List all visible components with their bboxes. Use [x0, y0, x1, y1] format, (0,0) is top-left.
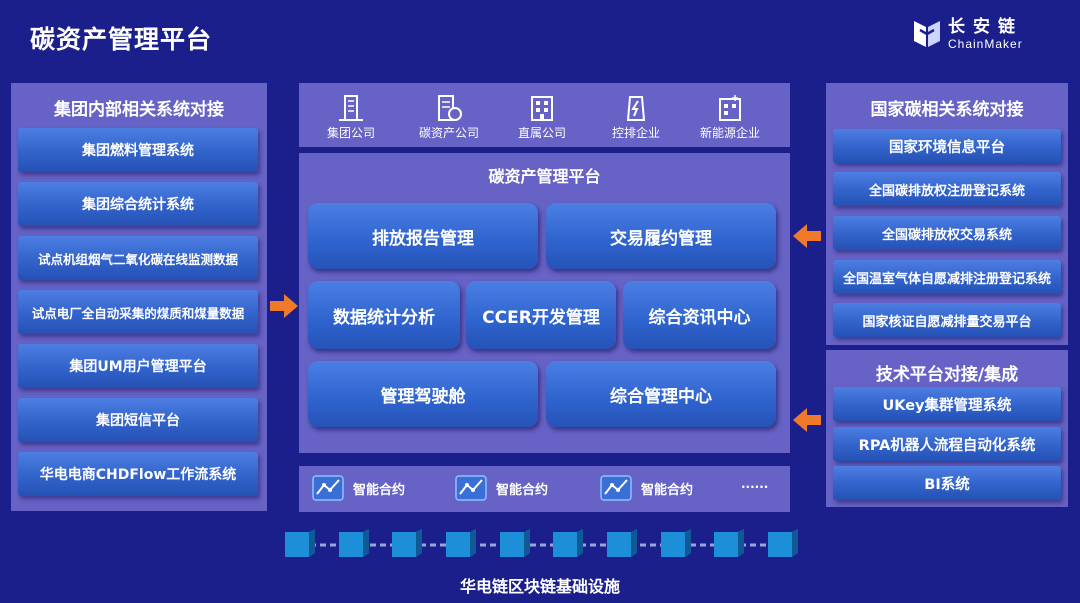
logo-english-text: ChainMaker: [948, 36, 1023, 51]
national-system-carbon-registry[interactable]: 全国碳排放权注册登记系统: [833, 172, 1061, 206]
page-title: 碳资产管理平台: [30, 25, 213, 54]
blockchain-infrastructure-label: 华电链区块链基础设施: [459, 577, 620, 596]
tech-platform-title: 技术平台对接/集成: [875, 365, 1019, 385]
block-cube-icon: [714, 529, 744, 557]
internal-system-chdflow[interactable]: 华电电商CHDFlow工作流系统: [18, 452, 258, 496]
block-cube-icon: [553, 529, 583, 557]
national-systems-panel: 国家碳相关系统对接 国家环境信息平台 全国碳排放权注册登记系统 全国碳排放权交易…: [826, 83, 1068, 345]
national-systems-title: 国家碳相关系统对接: [870, 100, 1024, 120]
block-cube-icon: [392, 529, 422, 557]
internal-systems-title: 集团内部相关系统对接: [54, 100, 224, 120]
smart-contract-more: ······: [741, 480, 769, 494]
entity-label: 碳资产公司: [418, 126, 479, 140]
entity-label: 新能源企业: [699, 126, 760, 140]
internal-system-um-platform[interactable]: 集团UM用户管理平台: [18, 344, 258, 388]
smart-contract-label: 智能合约: [641, 482, 694, 498]
tech-system-ukey[interactable]: UKey集群管理系统: [833, 387, 1061, 421]
tech-platform-panel: 技术平台对接/集成 UKey集群管理系统 RPA机器人流程自动化系统 BI系统: [826, 350, 1068, 507]
smart-contract-item[interactable]: 智能合约: [311, 474, 405, 502]
entity-label: 集团公司: [326, 126, 375, 140]
entity-label: 直属公司: [517, 126, 566, 140]
office-building-icon: [531, 96, 553, 121]
chart-line-icon: [455, 475, 487, 501]
smart-contract-item[interactable]: 智能合约: [454, 474, 548, 502]
arrow-left-icon: [793, 224, 821, 248]
entity-group-company[interactable]: 集团公司: [311, 93, 391, 141]
internal-system-co2-monitoring[interactable]: 试点机组烟气二氧化碳在线监测数据: [18, 236, 258, 280]
internal-system-fuel[interactable]: 集团燃料管理系统: [18, 128, 258, 172]
chainmaker-logo: 长安链 ChainMaker: [912, 18, 1023, 50]
chart-line-icon: [312, 475, 344, 501]
module-ccer-development[interactable]: CCER开发管理: [466, 281, 616, 349]
module-data-analysis[interactable]: 数据统计分析: [308, 281, 460, 349]
factory-bolt-icon: [626, 96, 646, 121]
wind-building-icon: [719, 95, 741, 121]
national-system-env-info[interactable]: 国家环境信息平台: [833, 129, 1061, 163]
block-cube-icon: [768, 529, 798, 557]
module-trading-compliance[interactable]: 交易履约管理: [546, 203, 776, 269]
entity-carbon-asset-company[interactable]: 碳资产公司: [409, 93, 489, 141]
national-system-ccer-trading[interactable]: 国家核证自愿减排量交易平台: [833, 303, 1061, 337]
national-system-carbon-trading[interactable]: 全国碳排放权交易系统: [833, 216, 1061, 250]
chart-line-icon: [600, 475, 632, 501]
national-system-ghg-registry[interactable]: 全国温室气体自愿减排注册登记系统: [833, 260, 1061, 294]
carbon-building-icon: [438, 95, 462, 121]
logo-chinese-text: 长安链: [948, 16, 1023, 37]
block-cube-icon: [500, 529, 530, 557]
block-cube-icon: [607, 529, 637, 557]
block-cube-icon: [285, 529, 315, 557]
block-cube-icon: [446, 529, 476, 557]
module-emission-report[interactable]: 排放报告管理: [308, 203, 538, 269]
module-dashboard[interactable]: 管理驾驶舱: [308, 361, 538, 427]
internal-system-coal-data[interactable]: 试点电厂全自动采集的煤质和煤量数据: [18, 290, 258, 334]
internal-system-sms[interactable]: 集团短信平台: [18, 398, 258, 442]
smart-contract-bar: 智能合约 智能合约 智能合约 ······: [299, 466, 790, 512]
internal-systems-panel: 集团内部相关系统对接 集团燃料管理系统 集团综合统计系统 试点机组烟气二氧化碳在…: [11, 83, 267, 511]
building-icon: [339, 95, 363, 121]
arrow-left-icon: [793, 408, 821, 432]
arrow-right-icon: [270, 294, 298, 318]
internal-system-statistics[interactable]: 集团综合统计系统: [18, 182, 258, 226]
entity-direct-company[interactable]: 直属公司: [502, 93, 582, 141]
tech-system-rpa[interactable]: RPA机器人流程自动化系统: [833, 427, 1061, 461]
smart-contract-item[interactable]: 智能合约: [599, 474, 693, 502]
chainmaker-logo-icon: [914, 21, 940, 47]
module-info-center[interactable]: 综合资讯中心: [623, 281, 776, 349]
entity-label: 控排企业: [611, 126, 660, 140]
entity-emission-controlled[interactable]: 控排企业: [596, 93, 676, 141]
smart-contract-label: 智能合约: [496, 482, 549, 498]
entities-bar: 集团公司 碳资产公司 直属公司 控排企业: [299, 83, 790, 147]
chain-links-icon: [310, 543, 780, 547]
block-cube-icon: [339, 529, 369, 557]
smart-contract-label: 智能合约: [353, 482, 406, 498]
platform-title: 碳资产管理平台: [488, 167, 601, 186]
entity-new-energy[interactable]: 新能源企业: [690, 93, 770, 141]
platform-panel: 碳资产管理平台 排放报告管理 交易履约管理 数据统计分析 CCER开发管理 综合…: [299, 153, 790, 453]
module-management-center[interactable]: 综合管理中心: [546, 361, 776, 427]
tech-system-bi[interactable]: BI系统: [833, 466, 1061, 500]
block-cube-icon: [661, 529, 691, 557]
